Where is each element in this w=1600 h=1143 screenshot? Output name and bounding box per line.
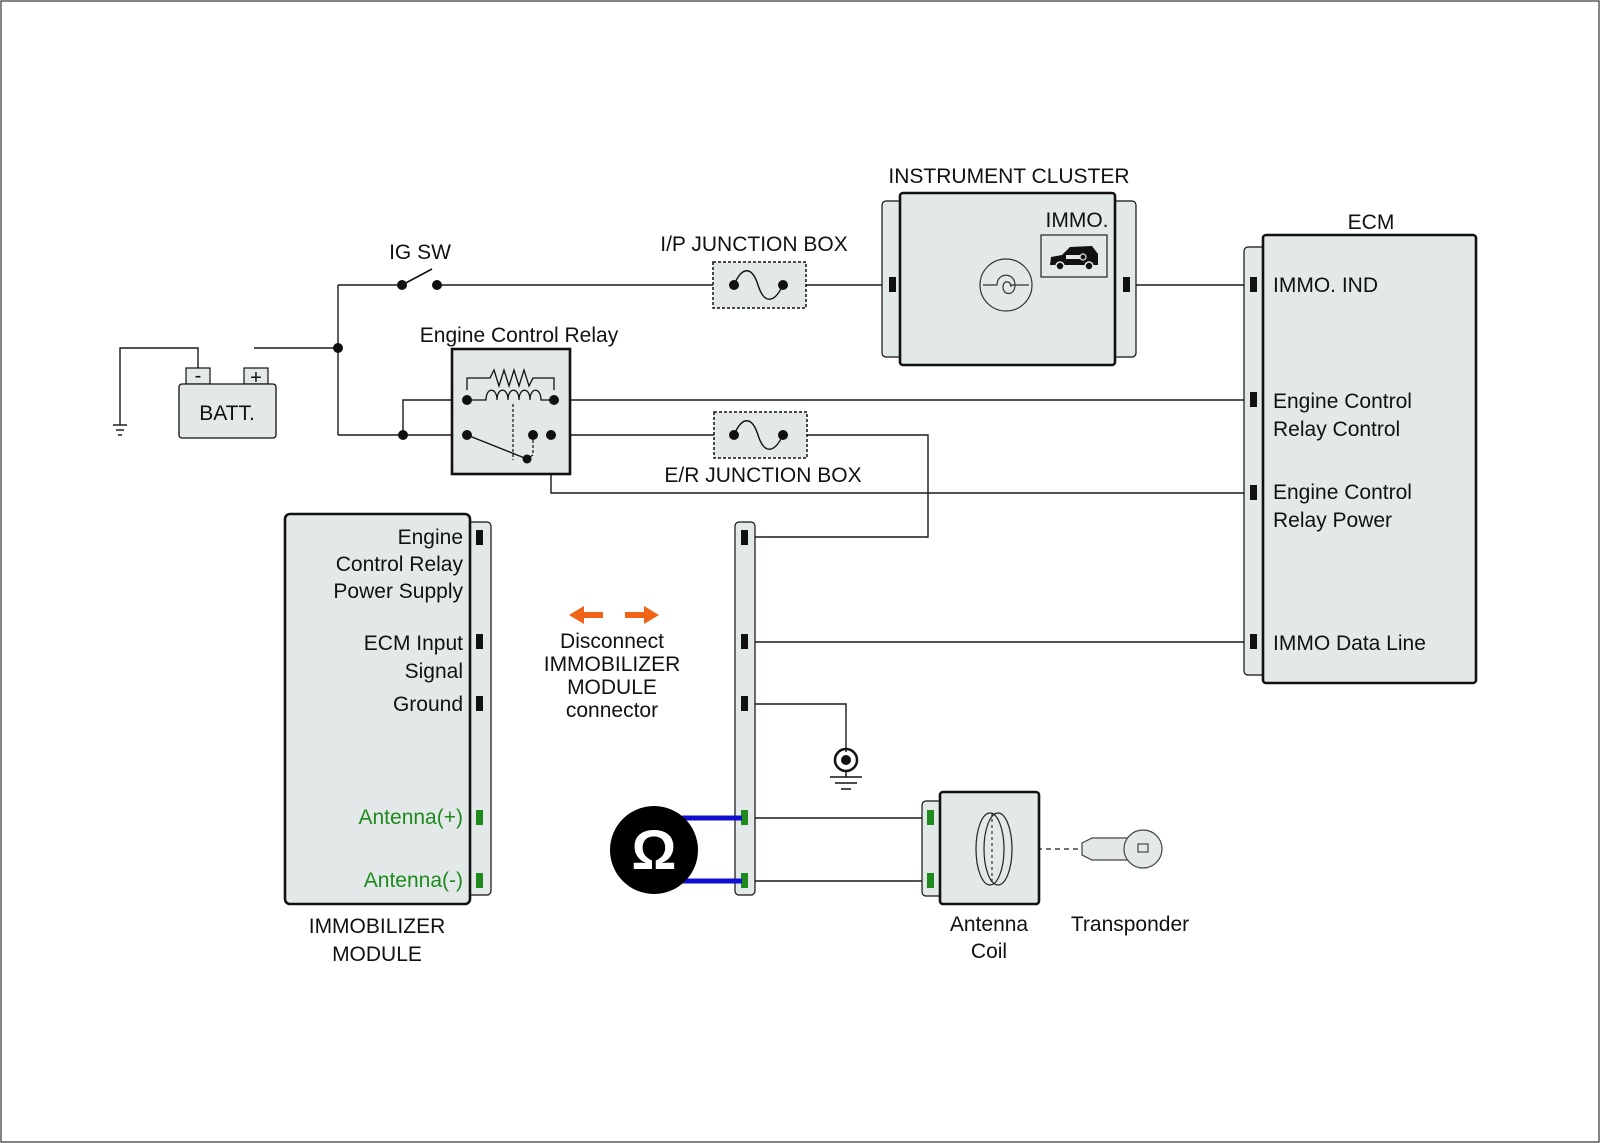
ip-junction-box: I/P JUNCTION BOX (660, 233, 848, 309)
ohm-symbol: Ω (632, 818, 677, 881)
battery: - + BATT. (178, 365, 277, 439)
ground-symbol-icon (113, 424, 127, 436)
connector-pin-ecm-input (741, 634, 748, 649)
connector-pin-ecr-power (741, 530, 748, 545)
junction-dot (398, 430, 408, 440)
er-junction-box: E/R JUNCTION BOX (664, 411, 862, 487)
module-pin-ecr-power-label-2: Control Relay (336, 553, 464, 576)
module-pin-antenna-minus-label: Antenna(-) (364, 869, 463, 892)
module-pin-antenna-plus-label: Antenna(+) (359, 806, 464, 829)
module-pin-ecm-input-label: ECM Input (364, 632, 463, 655)
module-pin-ecm-input-label-2: Signal (405, 660, 463, 683)
antenna-coil-label: Antenna (950, 913, 1029, 936)
immo-lamp-label: IMMO. (1046, 209, 1109, 232)
ecm-pin-relay-power (1250, 485, 1257, 500)
double-arrow-icon (569, 606, 659, 624)
module-pin-antenna-plus (476, 810, 483, 825)
module-pin-ecr-power (476, 530, 483, 545)
battery-plus-label: + (250, 367, 262, 389)
engine-control-relay-label: Engine Control Relay (420, 324, 619, 347)
ecm-label: ECM (1348, 211, 1395, 234)
car-icon (1050, 246, 1098, 271)
module-pin-ground-label: Ground (393, 693, 463, 716)
coil-icon (975, 812, 1013, 886)
immobilizer-module-label-2: MODULE (332, 943, 422, 966)
antenna-coil-label-2: Coil (971, 940, 1007, 963)
indicator-bulb-icon (979, 258, 1033, 312)
cluster-pin-out (1123, 277, 1130, 292)
module-pin-ecr-power-label-3: Power Supply (333, 580, 463, 603)
disconnect-note-line-3: MODULE (567, 676, 657, 699)
connector-pin-antenna-minus (741, 873, 748, 888)
disconnect-note-line-2: IMMOBILIZER (544, 653, 681, 676)
immobilizer-module-label: IMMOBILIZER (309, 915, 446, 938)
battery-body (178, 383, 277, 439)
ecm-pin-relay-power-label: Engine Control (1273, 481, 1412, 504)
ground-symbol-icon (830, 747, 862, 790)
fuse-icon (733, 420, 784, 450)
immobilizer-module: Engine Control Relay Power Supply ECM In… (283, 512, 492, 966)
coil-pin-minus (927, 873, 934, 888)
battery-minus-label: - (195, 365, 202, 387)
fuse-icon (733, 270, 784, 300)
ecm-pin-relay-control-label: Engine Control (1273, 390, 1412, 413)
disconnect-note-line-4: connector (566, 699, 658, 722)
instrument-cluster: INSTRUMENT CLUSTER IMMO. (881, 165, 1137, 367)
ohmmeter-icon: Ω (610, 806, 742, 894)
ip-junction-box-label: I/P JUNCTION BOX (660, 233, 847, 256)
harness-connector (734, 521, 756, 896)
antenna-coil: Antenna Coil (921, 790, 1041, 963)
cluster-pin-in (889, 277, 896, 292)
ecm-pin-relay-power-label-2: Relay Power (1273, 509, 1392, 532)
ecm-pin-immo-data (1250, 634, 1257, 649)
transponder-label: Transponder (1071, 913, 1189, 936)
module-pin-ground (476, 696, 483, 711)
ecm-pin-relay-control-label-2: Relay Control (1273, 418, 1400, 441)
ignition-switch: IG SW (389, 241, 451, 290)
ecm-pin-relay-control (1250, 392, 1257, 407)
module-pin-antenna-minus (476, 873, 483, 888)
connector-pin-antenna-plus (741, 810, 748, 825)
ecm: ECM IMMO. IND Engine Control Relay Contr… (1243, 211, 1478, 685)
disconnect-note-line-1: Disconnect (560, 630, 664, 653)
key-icon (1081, 829, 1163, 869)
transponder: Transponder (1071, 829, 1189, 936)
instrument-cluster-label: INSTRUMENT CLUSTER (888, 165, 1129, 188)
connector-pin-ground (741, 696, 748, 711)
er-junction-box-label: E/R JUNCTION BOX (664, 464, 861, 487)
engine-control-relay: Engine Control Relay (420, 324, 619, 476)
junction-dot (333, 343, 343, 353)
ig-sw-label: IG SW (389, 241, 451, 264)
module-pin-ecm-input (476, 634, 483, 649)
ecm-pin-immo-ind-label: IMMO. IND (1273, 274, 1378, 297)
module-pin-ecr-power-label: Engine (398, 526, 463, 549)
coil-pin-plus (927, 810, 934, 825)
ecm-pin-immo-data-label: IMMO Data Line (1273, 632, 1426, 655)
disconnect-note: Disconnect IMMOBILIZER MODULE connector (544, 606, 681, 722)
ecm-pin-immo-ind (1250, 277, 1257, 292)
battery-label: BATT. (199, 402, 255, 425)
